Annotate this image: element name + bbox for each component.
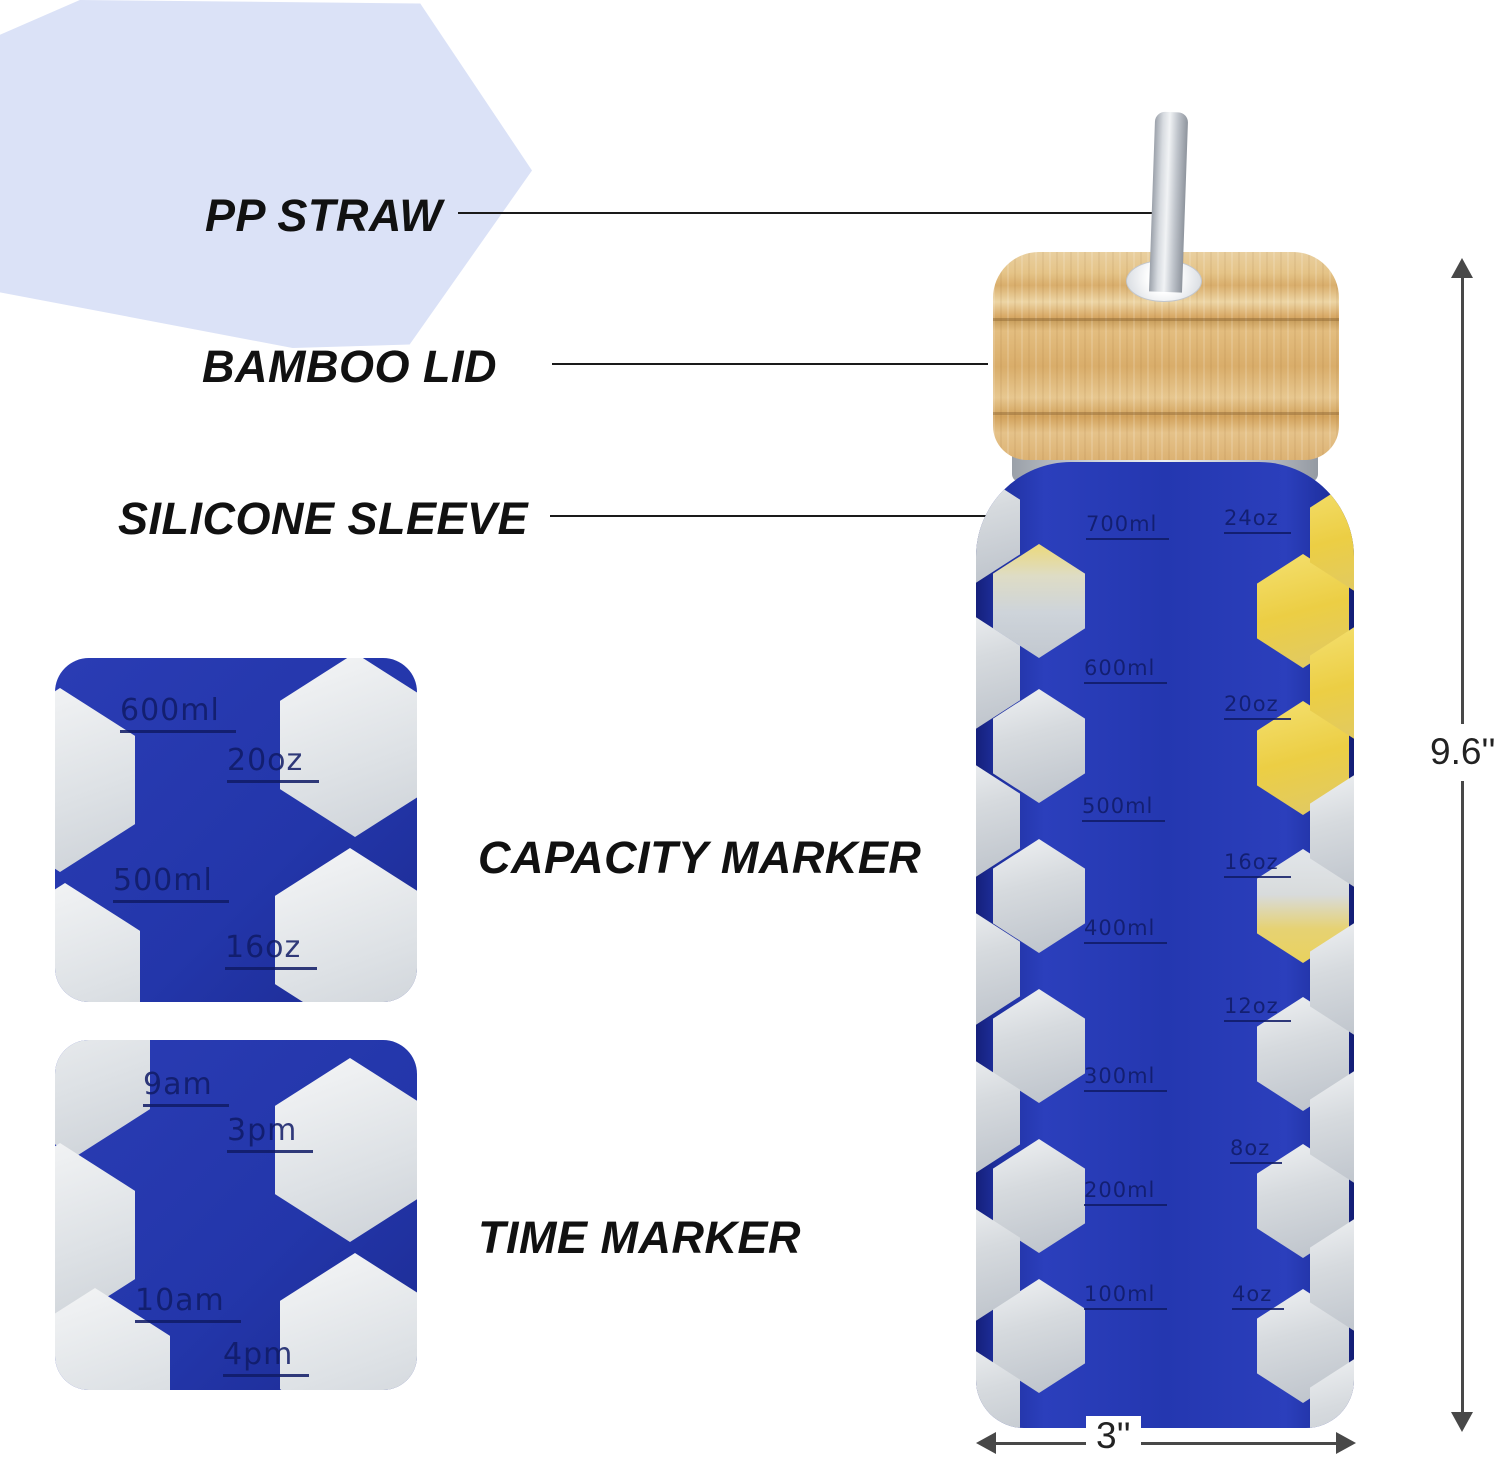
inset-capacity-marking: 500ml [113,866,229,903]
inset-time-marking: 10am [135,1286,241,1323]
capacity-marking: 700ml [1086,514,1170,540]
inset-capacity-marking: 600ml [120,696,236,733]
arrow-up-icon [1451,258,1473,278]
label-capacity-marker: CAPACITY MARKER [478,832,922,883]
hexagon-cutout [55,1040,150,1157]
callout-line-pp-straw [458,212,1152,214]
callout-line-bamboo-lid [552,363,988,365]
capacity-marking: 8oz [1230,1138,1283,1164]
label-pp-straw: PP STRAW [205,190,443,241]
lid-seam [993,412,1339,415]
capacity-marking: 20oz [1224,694,1291,720]
silicone-sleeve-bottle: 700ml 24oz 600ml 20oz 500ml 16oz 400ml 1… [976,462,1354,1428]
inset-time-marking: 3pm [227,1116,314,1153]
capacity-marking: 300ml [1084,1066,1168,1092]
callout-line-silicone-sleeve [550,515,1002,517]
capacity-marking: 400ml [1084,918,1168,944]
time-marker-inset: 9am 3pm 10am 4pm [55,1040,417,1390]
capacity-marking: 4oz [1232,1284,1285,1310]
height-dimension-line [1461,276,1464,1412]
capacity-marking: 12oz [1224,996,1291,1022]
inset-time-marking: 4pm [223,1340,310,1377]
capacity-marking: 16oz [1224,852,1291,878]
capacity-marker-inset: 600ml 20oz 500ml 16oz [55,658,417,1002]
label-time-marker: TIME MARKER [478,1212,801,1263]
inset-time-marking: 9am [143,1070,229,1107]
hexagon-cutout [275,848,417,1002]
label-silicone-sleeve: SILICONE SLEEVE [118,493,529,544]
label-bamboo-lid: BAMBOO LID [202,341,497,392]
inset-capacity-marking: 20oz [227,746,320,783]
capacity-marking: 500ml [1082,796,1166,822]
width-dimension-line [994,1442,1336,1445]
inset-capacity-marking: 16oz [225,933,318,970]
capacity-marking: 200ml [1084,1180,1168,1206]
capacity-marking: 24oz [1224,508,1291,534]
capacity-marking: 600ml [1084,658,1168,684]
arrow-left-icon [976,1432,996,1454]
width-dimension-label: 3'' [1086,1415,1141,1457]
lid-seam [993,318,1339,321]
arrow-right-icon [1336,1432,1356,1454]
pp-straw [1149,111,1189,293]
arrow-down-icon [1451,1412,1473,1432]
capacity-marking: 100ml [1084,1284,1168,1310]
decorative-chevron-shape [0,0,532,348]
height-dimension-label: 9.6'' [1428,724,1498,781]
